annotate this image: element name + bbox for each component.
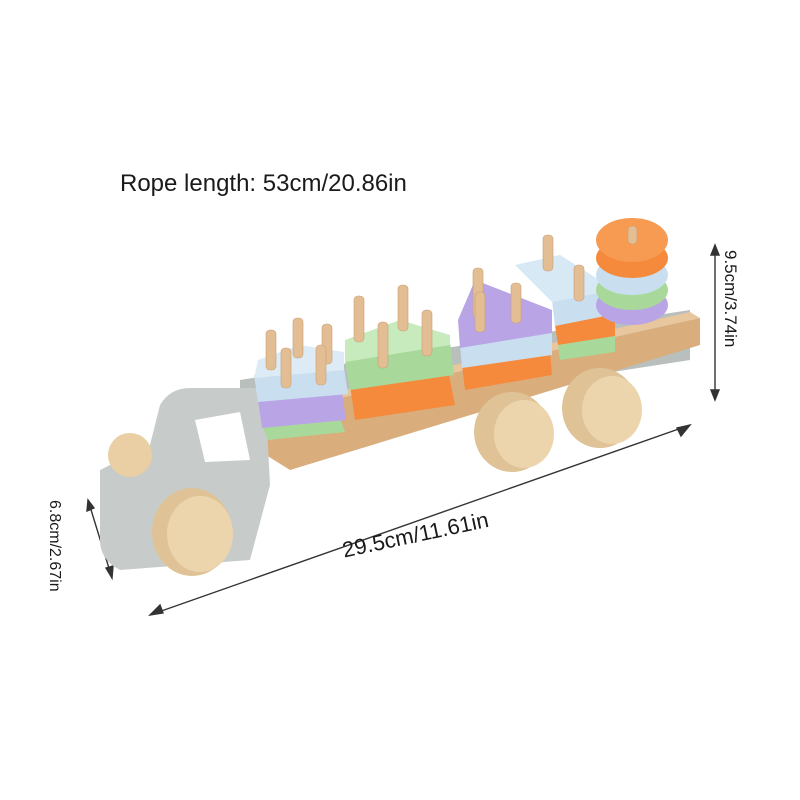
front-wheel [152,488,233,576]
shape-stack-1 [254,345,348,440]
rear-wheels [474,368,642,472]
shape-stack-4 [515,255,615,360]
height-dimension-label: 9.5cm/3.74in [721,250,740,348]
rope-length-label: Rope length: 53cm/20.86in [120,170,407,197]
wooden-pegs [265,225,638,389]
shape-stack-5 [596,218,668,325]
shape-stack-3 [458,280,552,390]
depth-dimension-label: 6.8cm/2.67in [46,500,63,592]
dimension-line-length [147,423,692,617]
shape-stack-2 [345,320,455,420]
dimension-line-height [709,243,721,402]
